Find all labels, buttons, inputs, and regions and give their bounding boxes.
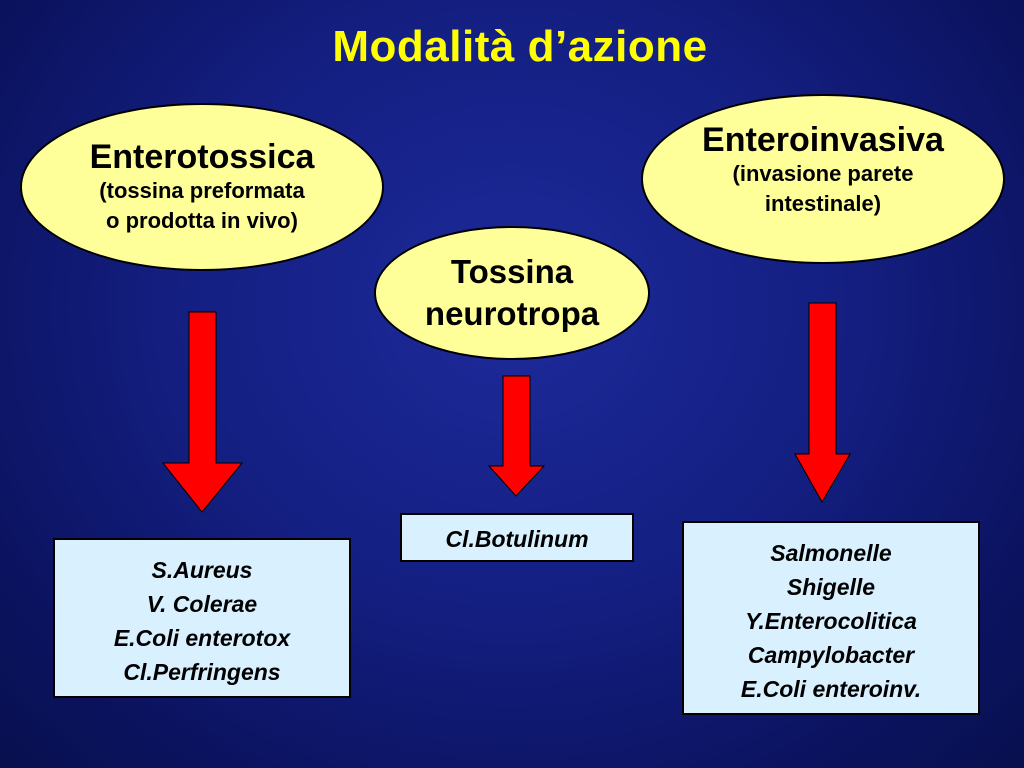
arrow-left [161,311,244,513]
enterotoxic-desc-line-2: o prodotta in vivo) [106,208,298,233]
neurotropic-examples-box: Cl.Botulinum [400,513,634,562]
enterotoxic-desc-line-1: (tossina preformata [99,178,305,203]
example-item: S.Aureus [151,557,253,583]
example-item: Y.Enterocolitica [745,608,917,634]
example-item: V. Colerae [146,591,258,617]
example-item: E.Coli enteroinv. [740,676,922,702]
example-item: E.Coli enterotox [113,625,291,651]
enteroinvasive-heading: Enteroinvasiva [702,121,944,159]
arrow-right [794,302,851,504]
example-item: Shigelle [786,574,876,600]
neurotropic-line-1: Tossina [450,253,574,290]
enteroinvasive-desc-line-2: intestinale) [764,191,882,216]
example-item: Salmonelle [770,540,892,566]
arrow-center [487,375,546,497]
enterotoxic-examples-box: S.Aureus V. Colerae E.Coli enterotox Cl.… [53,538,351,698]
example-item: Cl.Botulinum [445,526,589,552]
example-item: Campylobacter [747,642,915,668]
enteroinvasive-ellipse: Enteroinvasiva (invasione parete intesti… [641,94,1005,264]
enterotoxic-heading: Enterotossica [89,138,315,176]
slide-title: Modalità d’azione [332,22,708,71]
example-item: Cl.Perfringens [123,659,281,685]
enterotoxic-ellipse: Enterotossica (tossina preformata o prod… [20,103,384,271]
enteroinvasive-desc-line-1: (invasione parete [732,161,914,186]
enteroinvasive-examples-box: Salmonelle Shigelle Y.Enterocolitica Cam… [682,521,980,715]
neurotropic-line-2: neurotropa [424,295,600,332]
neurotropic-ellipse: Tossina neurotropa [374,226,650,360]
